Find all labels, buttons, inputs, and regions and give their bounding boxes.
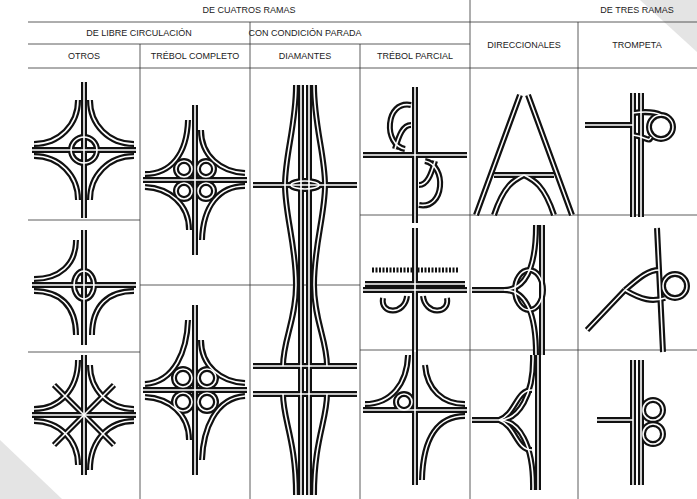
column-header: TRÉBOL COMPLETO [151,52,240,61]
column-header: TROMPETA [612,41,661,50]
table-grid [28,0,697,499]
subgroup-header: CON CONDICIÓN PARADA [249,29,362,38]
column-header: OTROS [68,52,100,61]
column-header: DIRECCIONALES [487,41,561,50]
group-header: DE CUATROS RAMAS [203,6,296,15]
page-curl [0,440,62,499]
group-header: DE TRES RAMAS [600,6,673,15]
road-centerline [32,82,687,495]
column-header: TRÉBOL PARCIAL [377,52,453,61]
column-header: DIAMANTES [279,52,332,61]
road-outline [32,82,687,495]
subgroup-header: DE LIBRE CIRCULACIÓN [86,29,192,38]
